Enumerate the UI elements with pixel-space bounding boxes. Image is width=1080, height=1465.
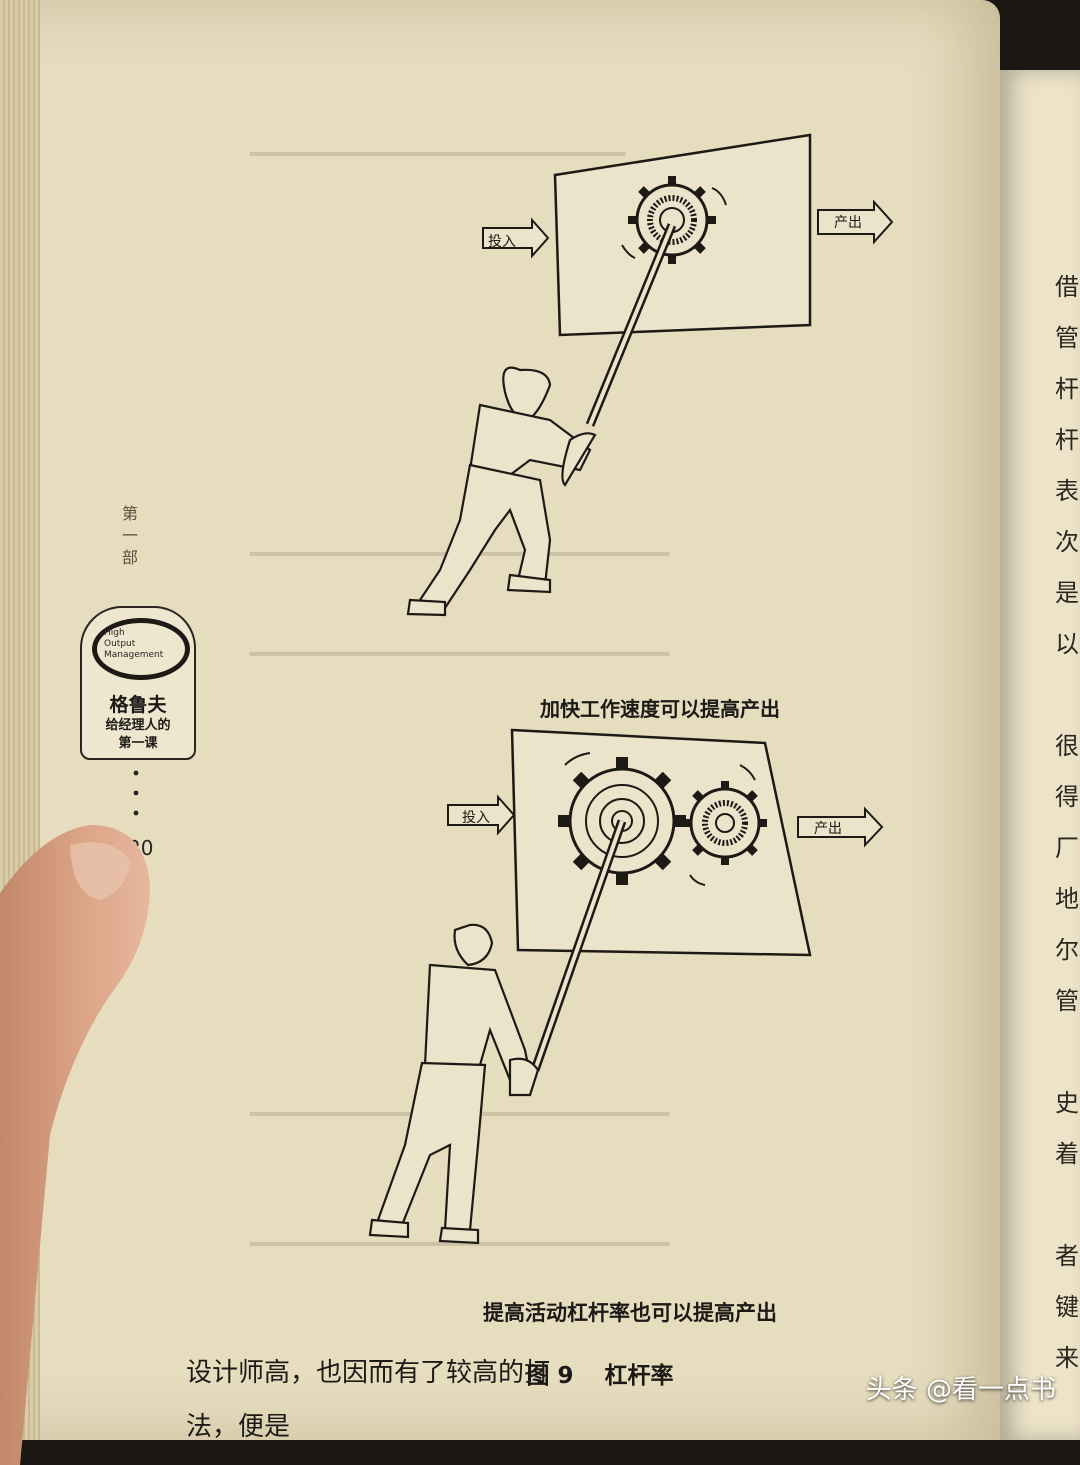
man-cranking-fast-figure [406, 366, 597, 617]
right-page-char: 键 [1055, 1293, 1079, 1321]
figure-bottom-illustration [368, 728, 884, 1245]
book-subtitle-1: 给经理人的 [105, 718, 171, 733]
right-page-char: 地 [1055, 885, 1079, 913]
body-text-line-1: 设计师高，也因而有了较高的打 [186, 1358, 551, 1388]
right-page-char: 次 [1055, 528, 1079, 556]
right-page-char: 以 [1055, 630, 1079, 658]
right-page-char: 杆 [1055, 375, 1079, 403]
dotted-divider [133, 770, 139, 816]
logo-text-management: Management [104, 650, 164, 660]
output-arrow-icon [797, 806, 884, 848]
small-gear-icon [683, 781, 767, 865]
right-page-char: 借 [1055, 273, 1079, 301]
right-page-char [1055, 670, 1080, 721]
gear-icon [628, 176, 716, 264]
right-page-char: 表 [1055, 477, 1079, 505]
book-logo: High Output Management 格鲁夫 给经理人的 第一课 [80, 606, 196, 760]
right-page-char: 厂 [1055, 834, 1079, 862]
figure-title: 图 9 杠杆率 [526, 1363, 674, 1389]
bleed-through-text: ━━━━━━━━━━━━━━━━━━━━━━━━━━ [250, 140, 626, 168]
logo-ring-icon [92, 618, 190, 680]
thumb [0, 825, 150, 1465]
figure-top-illustration [406, 133, 894, 617]
right-page-char: 管 [1055, 324, 1079, 352]
figure-input-label-top: 投入 [488, 234, 516, 250]
input-arrow-icon [447, 794, 516, 836]
figure-caption-bottom: 提高活动杠杆率也可以提高产出 [483, 1301, 777, 1325]
right-page-char: 得 [1055, 783, 1079, 811]
watermark: 头条 @看一点书 [865, 1375, 1056, 1405]
right-page-char [1055, 1180, 1080, 1231]
body-text-line-2: 法，便是 [186, 1412, 291, 1442]
logo-text-output: Output [104, 639, 136, 649]
right-page-char: 杆 [1055, 426, 1079, 454]
book-subtitle-2: 第一课 [118, 736, 158, 751]
figure-output-label-top: 产出 [834, 215, 862, 231]
right-page-char: 史 [1055, 1089, 1079, 1117]
man-cranking-relaxed-figure [368, 923, 540, 1245]
right-book-page [1000, 70, 1080, 1440]
chapter-label: 第一部 [119, 505, 138, 571]
right-page-char: 者 [1055, 1242, 1079, 1270]
input-arrow-icon [482, 217, 550, 259]
output-arrow-icon [817, 199, 894, 245]
right-page-text-column: 借管杆杆表次是以很得厂地尔管史着者键来 [1055, 262, 1080, 1384]
right-page-char: 尔 [1055, 936, 1079, 964]
right-page-char: 着 [1055, 1140, 1079, 1168]
logo-text-high: High [104, 628, 125, 638]
right-page-char [1055, 1027, 1080, 1078]
figure-output-label-bottom: 产出 [814, 821, 842, 837]
book-title: 格鲁夫 [109, 694, 167, 716]
figure-input-label-bottom: 投入 [462, 810, 490, 826]
right-page-char: 管 [1055, 987, 1079, 1015]
right-page-char: 是 [1055, 579, 1079, 607]
right-page-char: 很 [1055, 732, 1079, 760]
right-page-char: 来 [1055, 1344, 1079, 1372]
bleed-through-text: ━━━━━━━━━━━━━━━━━━━━━━━━━━━━━ [250, 640, 670, 668]
figure-caption-top: 加快工作速度可以提高产出 [540, 697, 780, 721]
